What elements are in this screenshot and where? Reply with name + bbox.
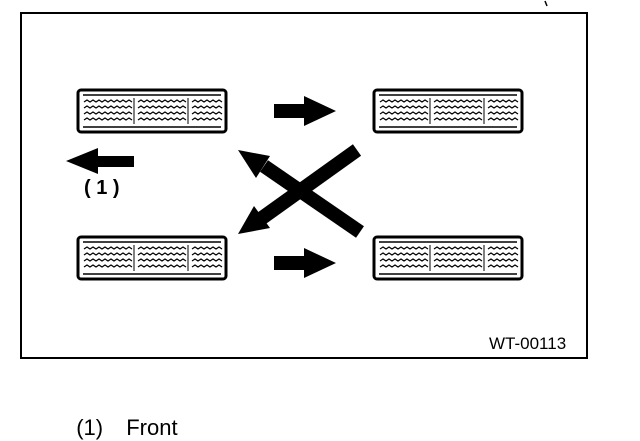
callout-1: ( 1 )	[84, 177, 120, 199]
arrowhead-front-left	[238, 150, 270, 178]
tire-front-left	[76, 88, 228, 134]
figure-id: WT-00113	[489, 334, 566, 353]
arrow-rear-right-to-front-left	[260, 160, 364, 238]
arrow-front-right-to-rear-left	[257, 144, 362, 224]
legend-number: (1)	[76, 415, 104, 440]
corner-mark	[544, 0, 548, 7]
arrowhead-rear-left	[238, 206, 270, 234]
legend-label: Front	[126, 415, 178, 440]
front-direction-arrow	[66, 148, 134, 174]
tire-rotation-diagram: ( 1 ) WT-00113	[20, 0, 588, 359]
arrow-front-left-to-front-right	[274, 96, 336, 126]
legend-item: (1) Front	[64, 389, 178, 441]
tire-rear-left	[76, 235, 228, 281]
arrow-rear-left-to-rear-right	[274, 248, 336, 278]
tire-front-right	[372, 88, 524, 134]
tire-rear-right	[372, 235, 524, 281]
